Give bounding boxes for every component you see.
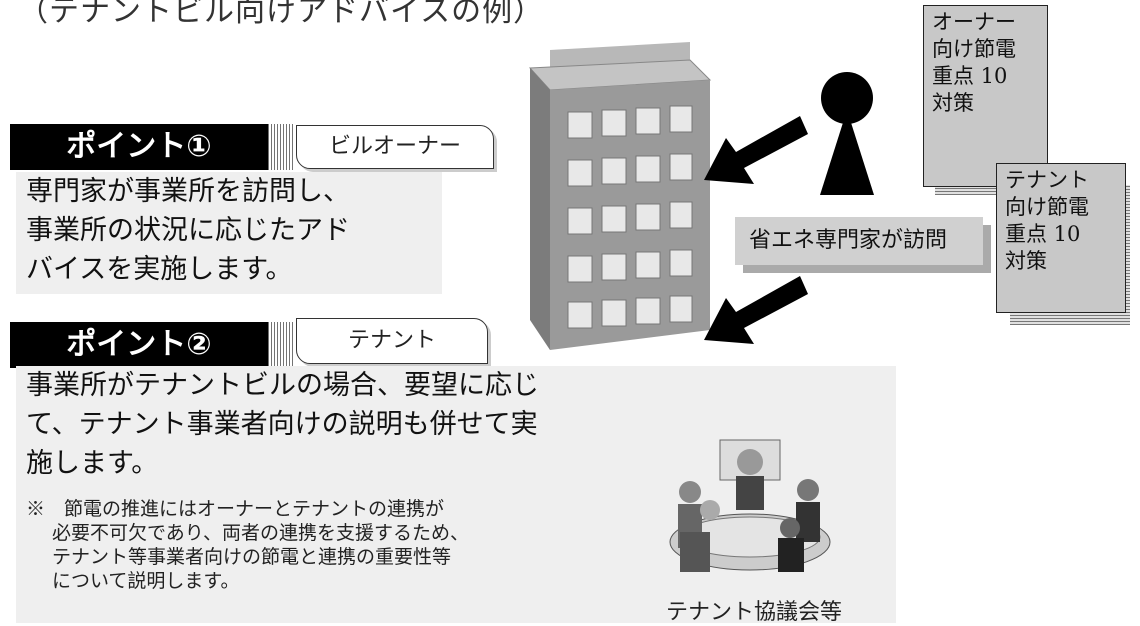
page-title: （テナントビル向けアドバイスの例）: [18, 0, 545, 29]
point2-line: て、テナント事業者向けの説明も併せて実: [26, 409, 538, 440]
point2-line: 施します。: [26, 448, 159, 479]
doc-tenant-line: 向け節電: [1005, 195, 1089, 219]
doc-tenant-line: 対策: [1005, 249, 1047, 273]
arrow-lower-icon: [704, 276, 808, 344]
doc-owner-line: 向け節電: [932, 37, 1016, 61]
note-line: テナント等事業者向けの節電と連携の重要性等: [52, 546, 452, 568]
person-icon: [820, 72, 874, 195]
building-illustration: [528, 42, 712, 350]
note-line: ※ 節電の推進にはオーナーとテナントの連携が: [26, 498, 445, 520]
doc-tenant-line: 重点 10: [1005, 222, 1081, 246]
doc-owner: オーナー 向け節電 重点 10 対策: [923, 5, 1048, 187]
owner-tag: ビルオーナー: [296, 125, 494, 169]
note: ※ 節電の推進にはオーナーとテナントの連携が 必要不可欠であり、両者の連携を支援…: [26, 497, 606, 593]
doc-owner-line: 対策: [932, 91, 974, 115]
point2-text: 事業所がテナントビルの場合、要望に応じ て、テナント事業者向けの説明も併せて実 …: [26, 366, 586, 483]
meeting-caption: テナント協議会等: [666, 600, 843, 625]
point1-heading: ポイント①: [10, 124, 294, 170]
note-line: について説明します。: [52, 570, 240, 592]
arrow-upper-icon: [704, 116, 808, 184]
meeting-illustration: [669, 439, 831, 572]
tenant-tag: テナント: [296, 318, 488, 364]
doc-tenant-line: テナント: [1005, 168, 1089, 192]
point1-line: 専門家が事業所を訪問し、: [26, 176, 350, 207]
point2-heading: ポイント②: [10, 322, 294, 368]
point1-text: 専門家が事業所を訪問し、 事業所の状況に応じたアド バイスを実施します。: [16, 172, 442, 294]
point1-line: 事業所の状況に応じたアド: [26, 215, 350, 246]
point2-line: 事業所がテナントビルの場合、要望に応じ: [26, 370, 539, 401]
doc-tenant: テナント 向け節電 重点 10 対策: [996, 163, 1126, 313]
doc-owner-line: 重点 10: [932, 64, 1008, 88]
doc-owner-line: オーナー: [932, 10, 1016, 34]
visit-label: 省エネ専門家が訪問: [735, 217, 983, 265]
point1-line: バイスを実施します。: [26, 254, 293, 285]
note-line: 必要不可欠であり、両者の連携を支援するため、: [52, 522, 470, 544]
